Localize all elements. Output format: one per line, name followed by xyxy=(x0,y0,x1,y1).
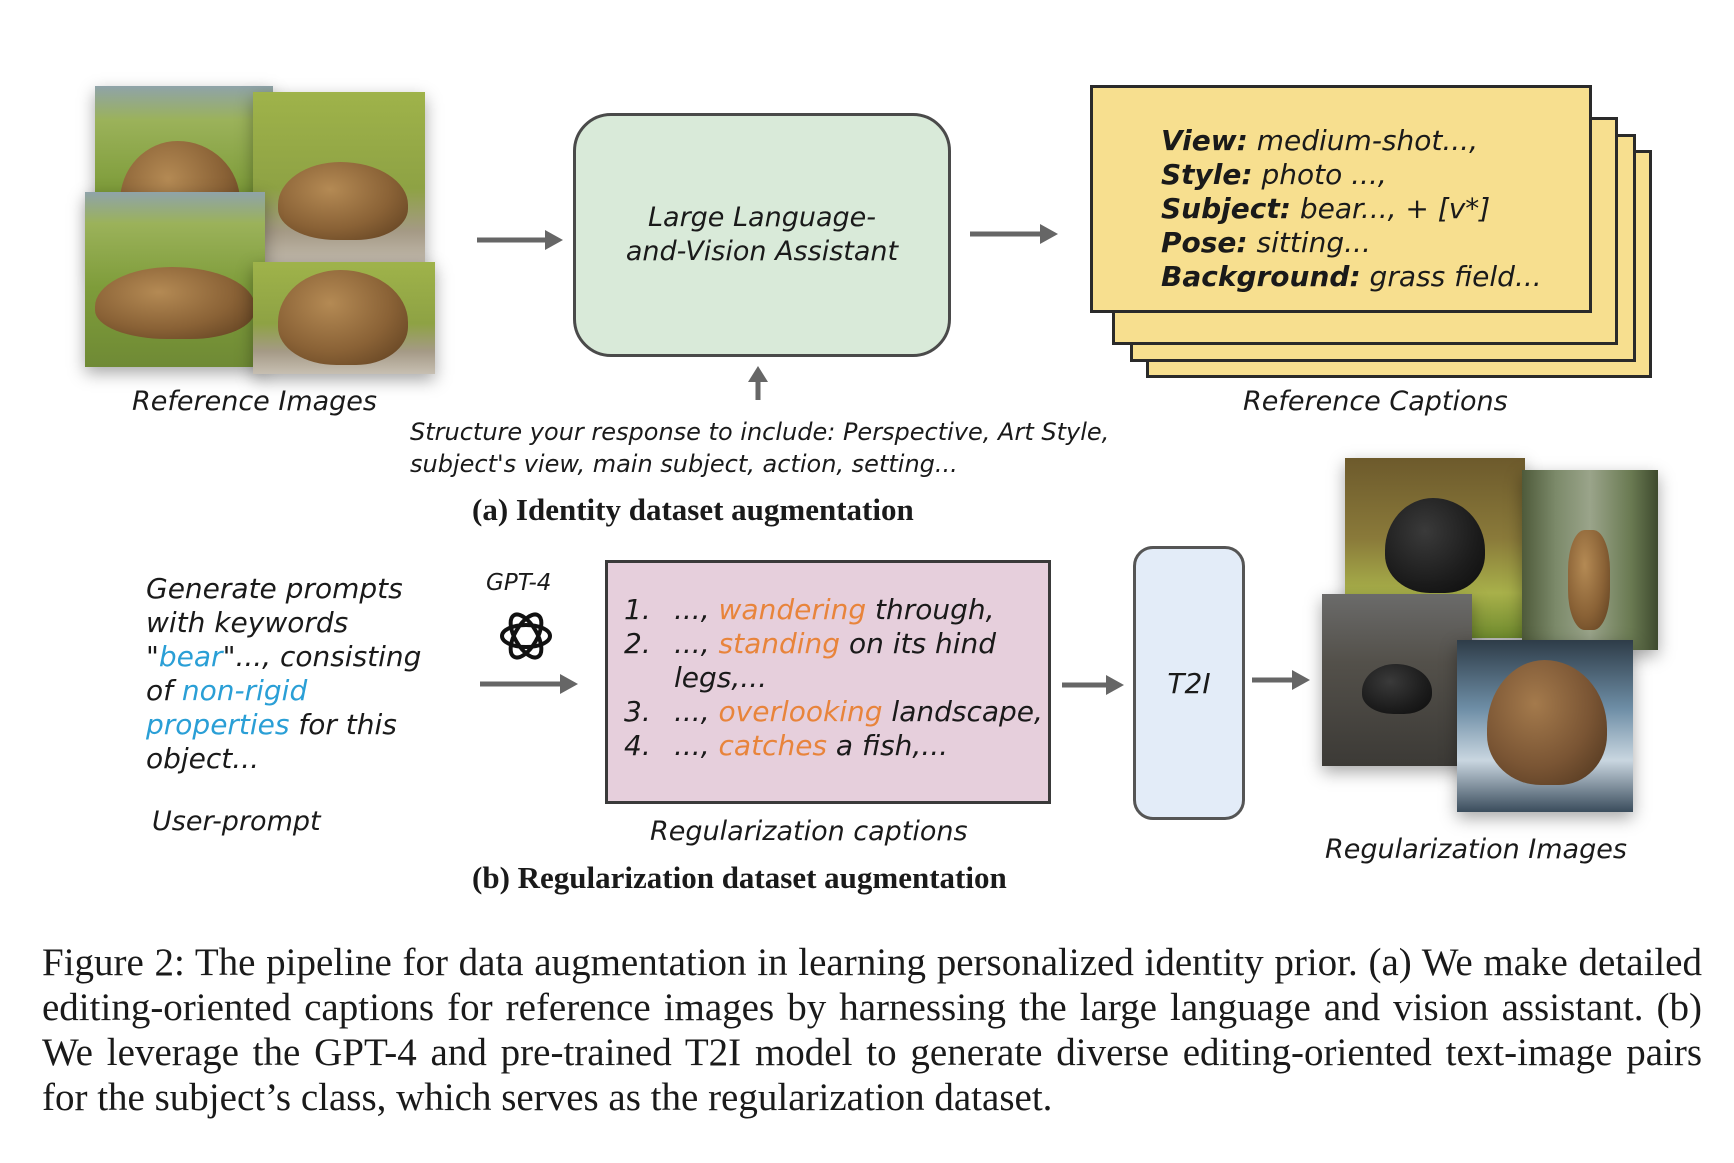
keyword-non-rigid: non-rigid xyxy=(181,674,308,707)
keyword-bear: bear xyxy=(158,640,223,673)
t2i-box: T2I xyxy=(1133,546,1245,820)
part-b-title: (b) Regularization dataset augmentation xyxy=(472,860,1007,895)
reference-caption-list: View: medium-shot..., Style: photo ..., … xyxy=(1161,124,1542,294)
caption-line-subject: Subject: bear..., + [v*] xyxy=(1161,192,1491,225)
arrow-to-llva xyxy=(477,230,563,250)
reg-image-bear-cliff xyxy=(1322,594,1472,766)
arrow-to-t2i xyxy=(1062,675,1124,695)
arrow-to-reg-images xyxy=(1252,670,1310,690)
arrow-up-to-llva xyxy=(748,366,768,400)
gpt4-label: GPT-4 xyxy=(486,570,552,596)
arrow-to-captions xyxy=(970,224,1058,244)
user-prompt-label: User-prompt xyxy=(152,806,321,837)
openai-logo-icon xyxy=(500,612,552,660)
caption-line-view: View: medium-shot..., xyxy=(1161,124,1478,157)
regularization-caption-list: 1. ..., wandering through, 2. ..., stand… xyxy=(624,593,1043,763)
caption-line-background: Background: grass field... xyxy=(1161,260,1542,293)
reg-caption-2-cont: legs,... xyxy=(674,661,767,694)
reference-image-2 xyxy=(253,92,425,267)
reference-captions-label: Reference Captions xyxy=(1243,386,1508,417)
reg-image-grizzly-fish xyxy=(1457,640,1633,812)
instruction-text: Structure your response to include: Pers… xyxy=(410,418,1110,478)
part-a-title: (a) Identity dataset augmentation xyxy=(472,492,914,527)
regularization-images-label: Regularization Images xyxy=(1325,834,1627,865)
reg-caption-2: 2. ..., standing on its hind xyxy=(624,627,997,660)
caption-line-pose: Pose: sitting... xyxy=(1161,226,1371,259)
reg-caption-3: 3. ..., overlooking landscape, xyxy=(624,695,1043,728)
t2i-label: T2I xyxy=(1167,666,1211,700)
arrow-to-reg-captions xyxy=(480,674,578,694)
caption-card-front: View: medium-shot..., Style: photo ..., … xyxy=(1090,85,1592,313)
figure-caption: Figure 2: The pipeline for data augmenta… xyxy=(42,941,1702,1119)
user-prompt-text: Generate prompts with keywords "bear"...… xyxy=(146,572,422,775)
keyword-properties: properties xyxy=(146,708,290,741)
caption-line-style: Style: photo ..., xyxy=(1161,158,1387,191)
reg-image-standing-bear-forest xyxy=(1522,470,1658,650)
reference-images-label: Reference Images xyxy=(132,386,377,417)
reg-caption-1: 1. ..., wandering through, xyxy=(624,593,995,626)
reference-image-4 xyxy=(253,262,435,374)
reference-image-3 xyxy=(85,192,265,367)
llva-box-label: Large Language- and-Vision Assistant xyxy=(625,202,899,267)
regularization-captions-label: Regularization captions xyxy=(650,816,968,847)
regularization-captions-box: 1. ..., wandering through, 2. ..., stand… xyxy=(605,560,1051,804)
reg-caption-4: 4. ..., catches a fish,... xyxy=(624,729,948,762)
llva-box: Large Language- and-Vision Assistant xyxy=(573,113,951,357)
